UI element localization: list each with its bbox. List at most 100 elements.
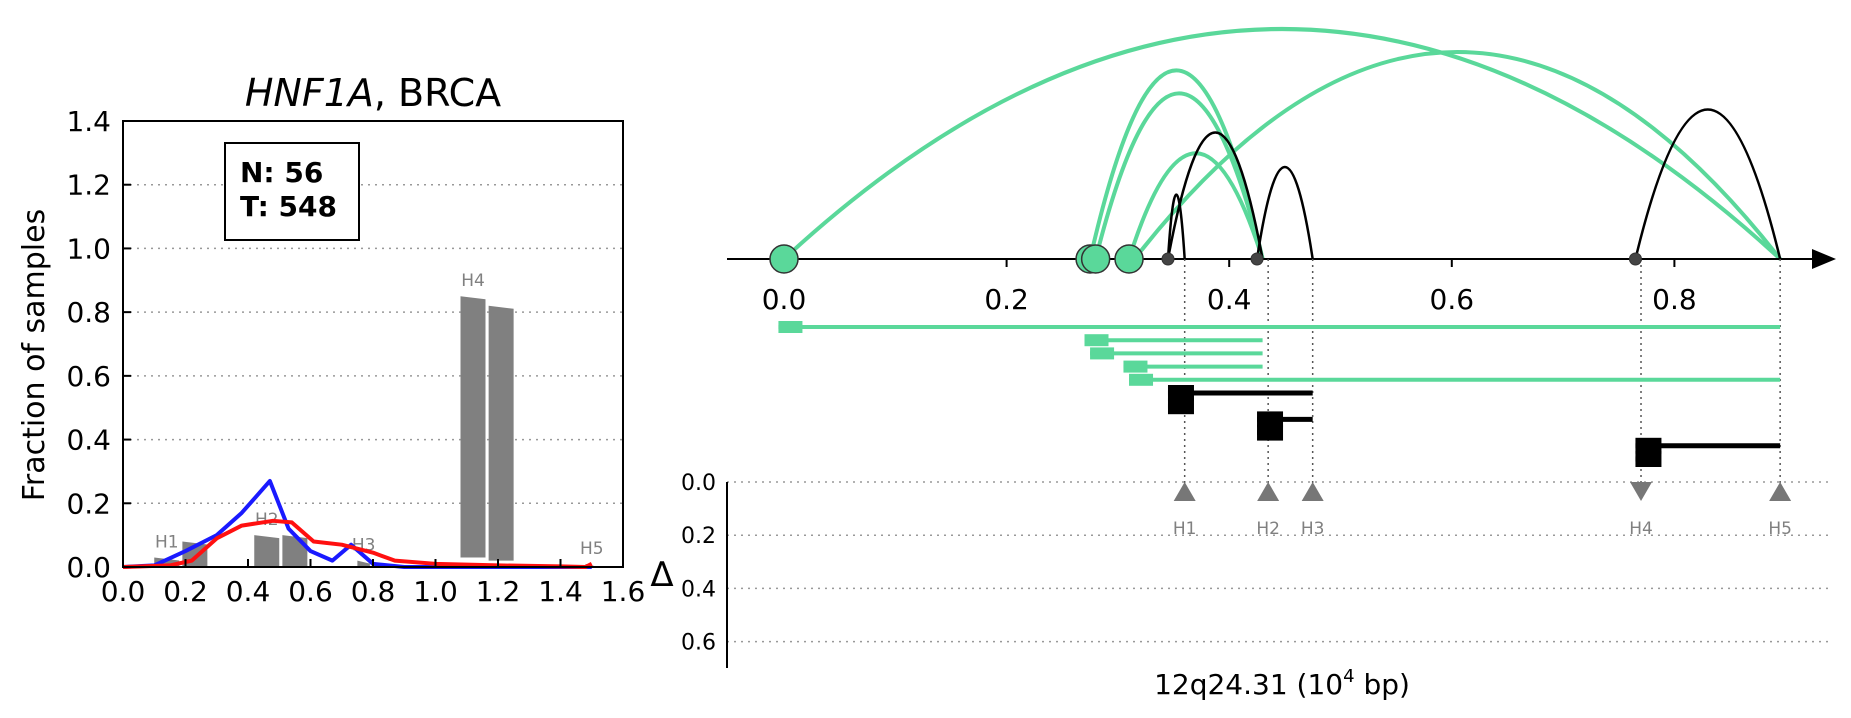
marker-label-h2: H2 (1256, 519, 1280, 539)
left-y-tick-label: 0.6 (66, 360, 111, 393)
segment-cap-green-4 (1129, 373, 1154, 386)
segment-cap-green-3 (1123, 360, 1148, 373)
delta-tick-label: 0.4 (681, 577, 716, 602)
node-green-3 (1114, 244, 1144, 274)
right-segments (778, 321, 1781, 467)
right-nodes (769, 244, 1642, 274)
left-y-tick-label: 0.4 (66, 424, 111, 457)
bar-label-h1: H1 (155, 532, 179, 552)
title-rest: , BRCA (374, 71, 501, 115)
delta-gridlines (727, 481, 1830, 643)
left-x-tick-label: 0.4 (226, 575, 271, 608)
left-chart: HNF1A, BRCA Fraction of samples H1H2H3H4… (17, 71, 645, 608)
marker-label-h3: H3 (1301, 519, 1325, 539)
left-x-tick-label: 1.0 (413, 575, 458, 608)
right-x-tick-label: 0.4 (1207, 283, 1252, 316)
arc-black-7 (1255, 166, 1314, 260)
x-axis-label-main: 12q24.31 (10 (1154, 668, 1343, 701)
delta-ticks: 0.0 0.2 0.4 0.6 (681, 471, 716, 656)
delta-tick-label: 0.6 (681, 631, 716, 656)
node-black-6 (1628, 252, 1642, 266)
bar-6 (488, 305, 514, 561)
left-x-tick-label: 0.8 (351, 575, 396, 608)
title-gene: HNF1A (245, 71, 374, 115)
right-guide-lines (1183, 259, 1781, 487)
segment-cap-green-0 (778, 321, 803, 333)
node-black-4 (1161, 252, 1175, 266)
right-x-tick-label: 0.2 (984, 283, 1029, 316)
left-y-tick-label: 0.0 (66, 551, 111, 584)
marker-h1-icon (1173, 482, 1196, 501)
left-y-tick-label: 0.8 (66, 296, 111, 329)
left-y-tick-label: 0.2 (66, 487, 111, 520)
genome-axis-arrow-icon (1812, 249, 1836, 269)
x-axis-label-exponent: 4 (1343, 666, 1354, 687)
x-axis-label-tail: bp) (1355, 668, 1410, 701)
arc-black-8 (1634, 108, 1782, 260)
marker-h3-icon (1301, 482, 1324, 501)
delta-axis-label: Δ (650, 555, 673, 595)
bar-label-h5: H5 (580, 539, 604, 559)
right-x-ticks: 0.0 0.2 0.4 0.6 0.8 (762, 259, 1697, 316)
segment-cap-black-6 (1167, 398, 1194, 415)
bar-5 (460, 296, 486, 558)
left-x-tick-label: 0.6 (288, 575, 333, 608)
segment-cap-black-9 (1635, 437, 1662, 454)
left-y-tick-label: 1.0 (66, 232, 111, 265)
left-x-tick-label: 0.2 (163, 575, 208, 608)
left-plot-frame (122, 120, 624, 568)
bar-3 (282, 535, 308, 567)
node-black-5 (1250, 252, 1264, 266)
segment-cap-black-7 (1257, 411, 1284, 428)
segment-cap-green-2 (1090, 347, 1115, 360)
bar-label-h4: H4 (461, 271, 485, 291)
segment-cap-black-10 (1635, 451, 1662, 467)
left-x-tick-label: 1.2 (476, 575, 521, 608)
left-gridlines (123, 183, 623, 505)
marker-label-h5: H5 (1768, 519, 1792, 539)
arc-green-4 (1133, 50, 1782, 261)
right-x-axis-label: 12q24.31 (104 bp) (1154, 666, 1410, 701)
right-markers: H1 H2 H3 H4 H5 (1173, 482, 1792, 539)
sample-count-frame (224, 142, 360, 241)
node-green-0 (769, 244, 799, 274)
left-y-tick-label: 1.2 (66, 169, 111, 202)
segment-cap-black-8 (1257, 424, 1284, 441)
left-chart-title: HNF1A, BRCA (245, 71, 501, 115)
arc-green-2 (1093, 91, 1265, 260)
arc-green-1 (1088, 68, 1265, 260)
marker-h4-icon (1630, 482, 1653, 501)
delta-tick-label: 0.2 (681, 524, 716, 549)
left-y-tick-label: 1.4 (66, 105, 111, 138)
marker-h2-icon (1257, 482, 1280, 501)
normal-count: N: 56 (240, 156, 323, 189)
segment-cap-black-5 (1167, 385, 1194, 401)
delta-tick-label: 0.0 (681, 471, 716, 496)
left-x-tick-label: 1.4 (538, 575, 583, 608)
marker-label-h4: H4 (1629, 519, 1653, 539)
right-arcs (782, 27, 1782, 261)
marker-label-h1: H1 (1173, 519, 1197, 539)
arc-black-5 (1166, 193, 1186, 260)
left-x-tick-label: 1.6 (601, 575, 646, 608)
arc-green-0 (782, 27, 1782, 261)
sample-count-box: N: 56 T: 548 (224, 142, 360, 241)
series-line-t (122, 518, 593, 569)
left-y-axis-label: Fraction of samples (17, 209, 52, 501)
left-x-ticks: 0.0 0.2 0.4 0.6 0.8 1.0 1.2 1.4 1.6 (101, 559, 646, 608)
right-x-tick-label: 0.6 (1430, 283, 1475, 316)
left-y-ticks: 0.0 0.2 0.4 0.6 0.8 1.0 1.2 1.4 (66, 105, 131, 584)
right-x-tick-label: 0.0 (762, 283, 807, 316)
left-x-tick-label: 0.0 (101, 575, 146, 608)
bar-4 (357, 560, 370, 567)
bar-2 (254, 535, 280, 567)
tumor-count: T: 548 (240, 190, 337, 223)
right-x-tick-label: 0.8 (1652, 283, 1697, 316)
arc-black-6 (1166, 131, 1264, 260)
node-green-2 (1080, 244, 1111, 274)
marker-h5-icon (1769, 482, 1792, 501)
segment-cap-green-1 (1084, 334, 1109, 347)
